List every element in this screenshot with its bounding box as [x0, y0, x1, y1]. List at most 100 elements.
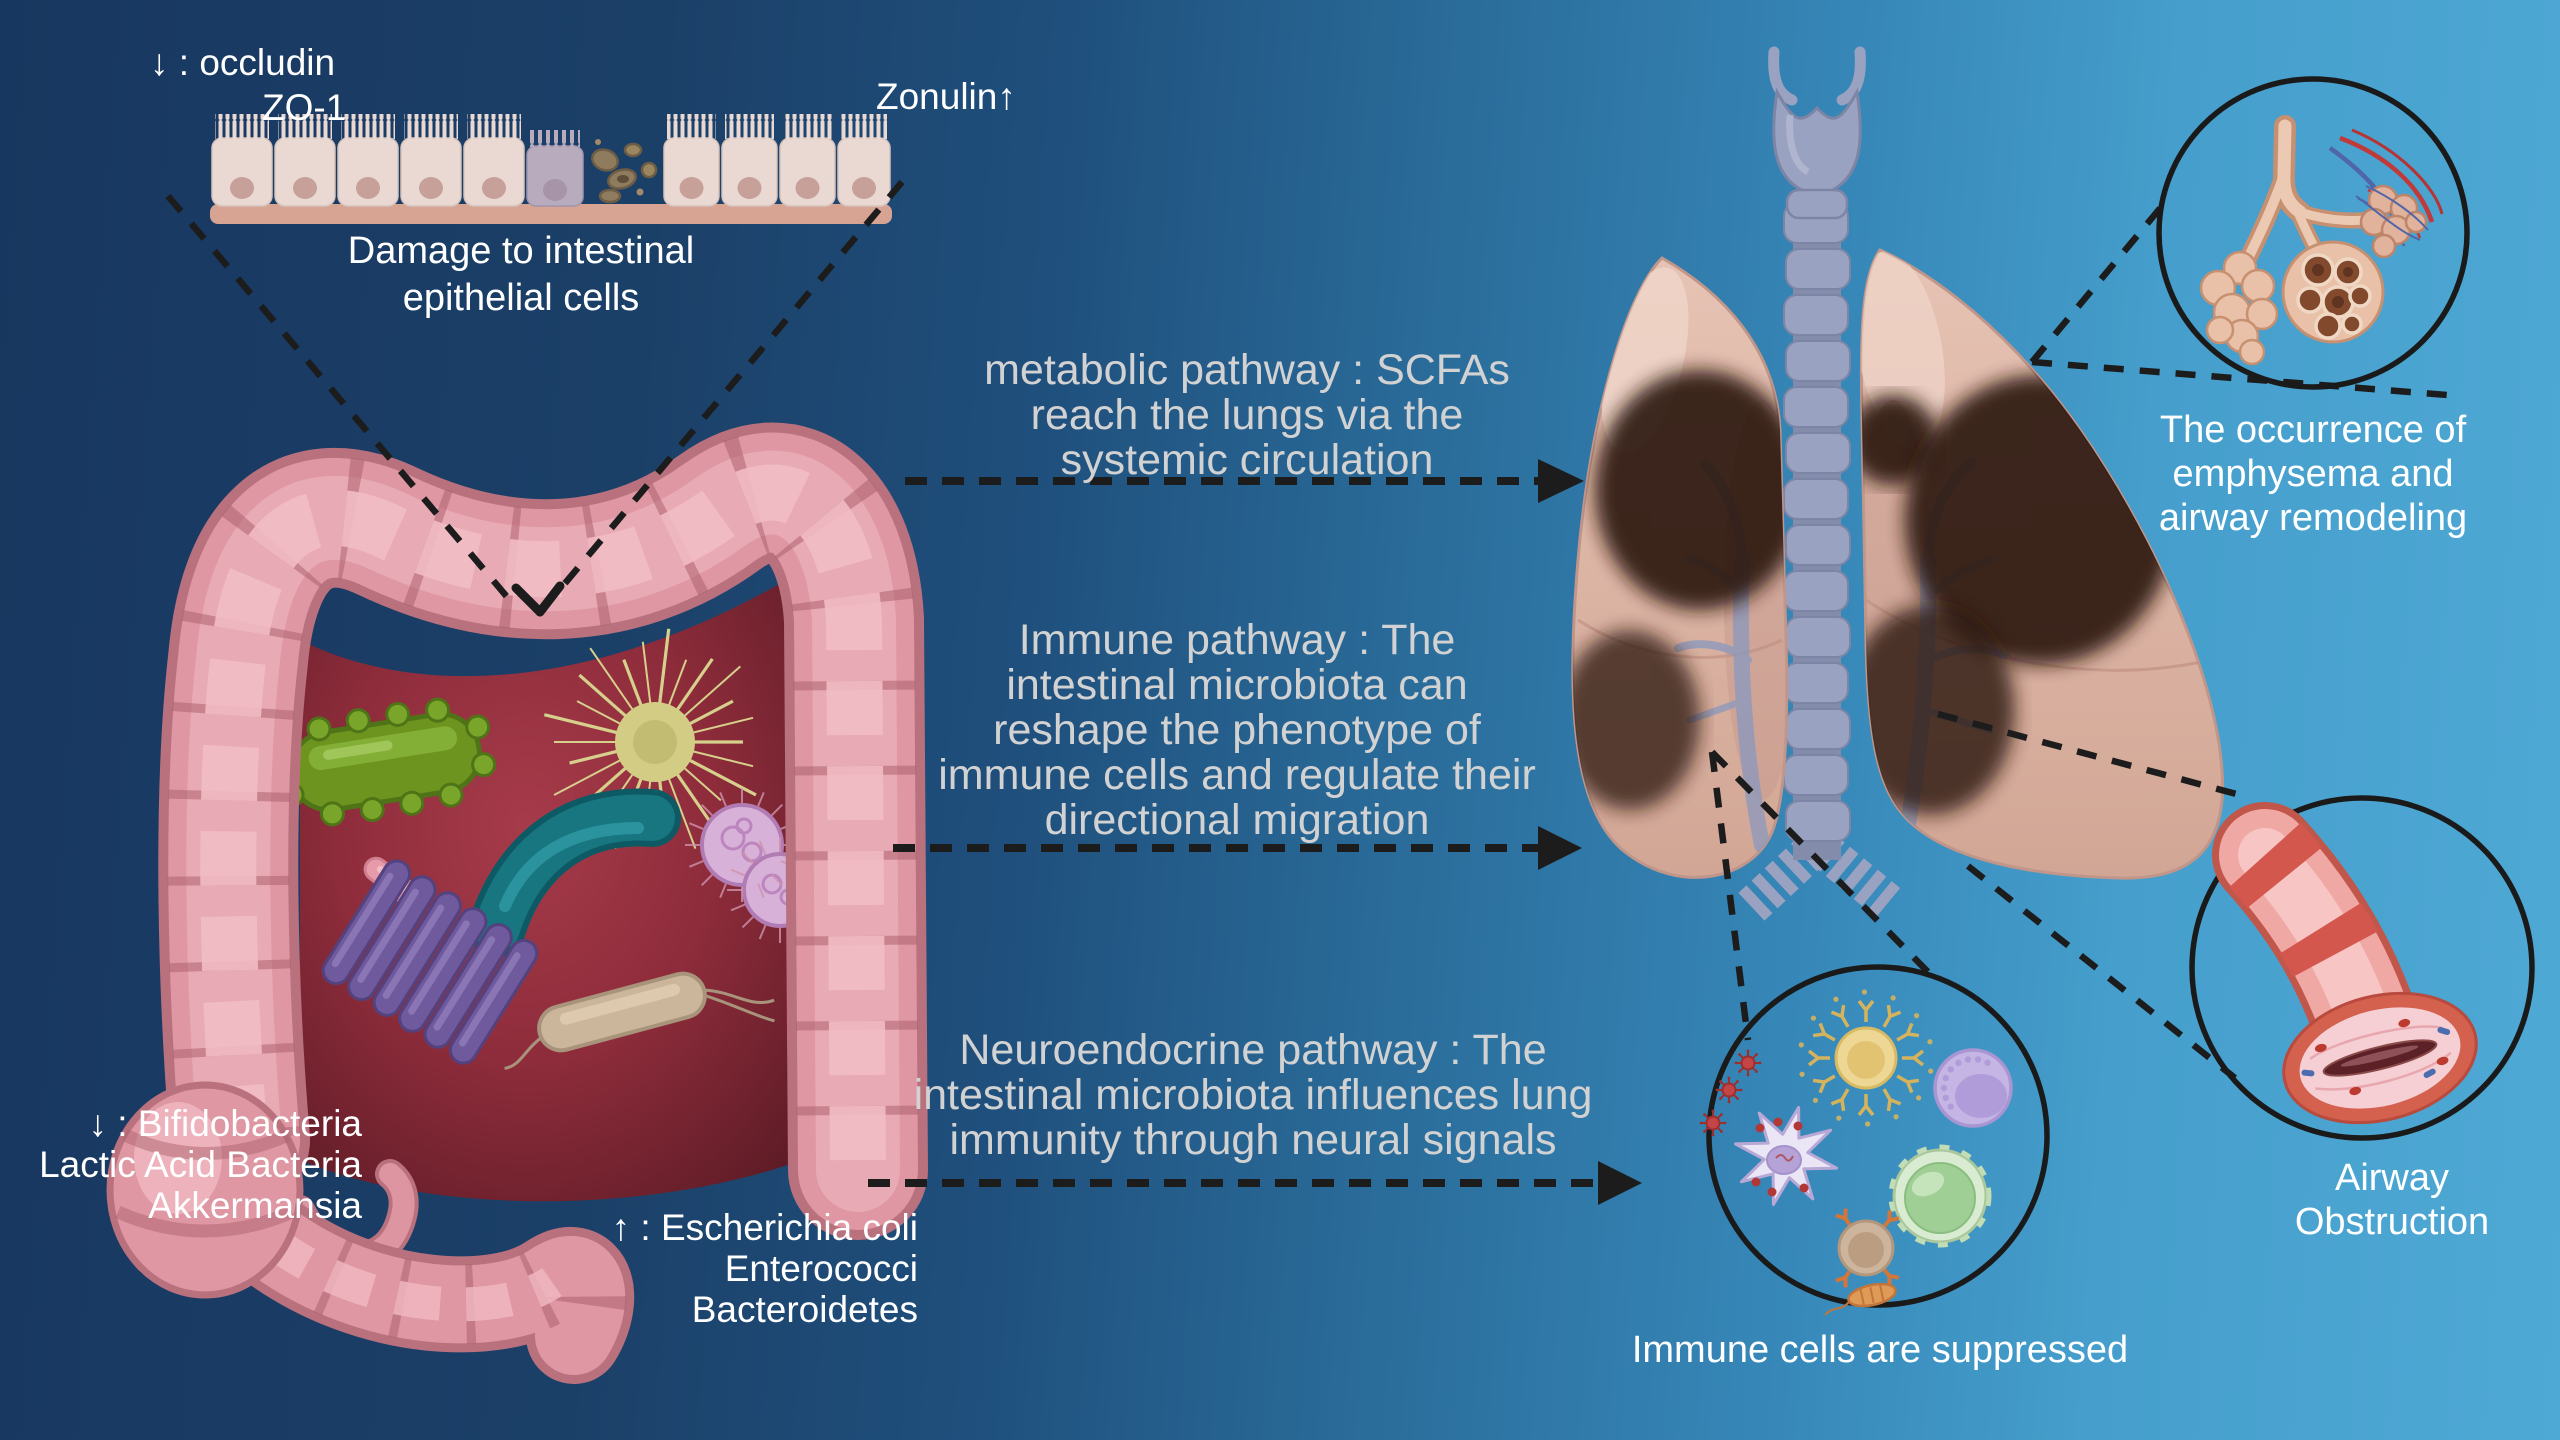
- monocyte-icon: [1824, 1208, 1900, 1316]
- text-line: intestinal microbiota can: [1006, 661, 1468, 709]
- gut-microbiota-icons: [273, 628, 833, 1070]
- immune-pathway-label: Immune pathway : The intestinal microbio…: [938, 618, 1536, 843]
- alveolus-normal-sac: [2199, 250, 2279, 366]
- right-lung-detail: [1861, 251, 2211, 848]
- decreased-bacteria-label: ↓ : Bifidobacteria Lactic Acid Bacteria …: [39, 1103, 362, 1226]
- text-line: Enterococci: [724, 1248, 918, 1289]
- lymphocyte-dots: [1940, 1056, 1991, 1110]
- lymphocyte-icon: [1933, 1048, 2013, 1128]
- dashed-connectors: [165, 179, 2461, 1205]
- text-line: Damage to intestinal: [347, 230, 695, 272]
- basement-membrane: [210, 204, 892, 224]
- phagocytosed-particles: [1751, 1117, 1809, 1197]
- text-line: Akkermansia: [148, 1185, 362, 1226]
- text-line: Immune cells are suppressed: [1631, 1329, 2129, 1371]
- text-line: Bacteroidetes: [691, 1289, 918, 1330]
- alveoli-icon: [2199, 115, 2444, 366]
- lungs-illustration: [1571, 248, 2225, 880]
- magnifier-circle: [2156, 76, 2470, 390]
- mucus-particles: [2314, 1018, 2449, 1096]
- text-line: Neuroendocrine pathway : The: [959, 1026, 1547, 1074]
- text-line: systemic circulation: [1060, 436, 1434, 484]
- tan-flagellated-bacterium-icon: [504, 971, 775, 1070]
- alveolus-capillary-sac: [2359, 184, 2428, 259]
- larynx-icon: [1768, 46, 1866, 220]
- immune-suppressed-label: Immune cells are suppressed: [1632, 1328, 2128, 1372]
- text-line: ↓ : Bifidobacteria: [88, 1103, 362, 1144]
- arrowhead-icon: [1598, 1161, 1642, 1205]
- emphysema-outcome-label: The occurrence of emphysema and airway r…: [2159, 408, 2467, 540]
- text-line: Lactic Acid Bacteria: [39, 1144, 362, 1185]
- small-arrowhead: [511, 581, 565, 617]
- spiky-bacterium-icon: [543, 628, 757, 850]
- metabolic-pathway-label: metabolic pathway : SCFAs reach the lung…: [984, 348, 1510, 483]
- text-line: airway remodeling: [2158, 497, 2468, 539]
- lung-damage-patch: [1572, 630, 1700, 810]
- dendritic-cell-icon: [1699, 1049, 1838, 1206]
- magnify-line: [1709, 749, 1935, 979]
- damaged-epithelial-cell-icon: [526, 130, 584, 207]
- text-line: The occurrence of: [2159, 409, 2467, 451]
- text-line: directional migration: [1044, 796, 1430, 844]
- trachea-rings: [1783, 202, 1851, 842]
- lung-damage-patch: [1861, 605, 2015, 815]
- arrowhead-icon: [1538, 826, 1582, 870]
- text-line: Airway: [2334, 1157, 2450, 1199]
- cecum-icon: [106, 1081, 304, 1299]
- right-main-bronchus: [1811, 835, 1905, 921]
- airway-obstruction-label: Airway Obstruction: [2295, 1156, 2489, 1244]
- text-line: immune cells and regulate their: [938, 751, 1536, 799]
- teal-curved-bacterium-icon: [468, 788, 681, 957]
- text-line: metabolic pathway : SCFAs: [984, 346, 1510, 394]
- colon-wall: [158, 422, 928, 1240]
- left-main-bronchus: [1735, 836, 1825, 924]
- magnify-line: [165, 193, 511, 601]
- airway-cross-section-icon: [2212, 802, 2478, 1125]
- bacteria-breach-icon: [591, 139, 658, 204]
- magnify-line: [1965, 863, 2238, 1081]
- magnify-line: [553, 179, 905, 597]
- text-line: ↑ : Escherichia coli: [611, 1207, 918, 1248]
- immune-cells-circle: [1699, 964, 2050, 1316]
- orange-bacterium-icon: [1824, 1282, 1897, 1316]
- text-line: Immune pathway : The: [1018, 616, 1456, 664]
- airway-obstruction-circle: [2189, 795, 2535, 1141]
- epithelium-damage-caption: Damage to intestinal epithelial cells: [348, 228, 694, 322]
- zonulin-label: Zonulin↑: [876, 74, 1016, 119]
- left-lung-detail: [1572, 267, 1787, 853]
- text-line: reshape the phenotype of: [993, 706, 1481, 754]
- sigmoid-rectum-icon: [222, 1192, 635, 1384]
- magnify-line: [1937, 710, 2241, 799]
- green-rod-bacterium-icon: [273, 697, 497, 827]
- alveolus-cross-section-sac: [2281, 240, 2385, 344]
- b-cell-antibody-icon: [1798, 989, 1934, 1127]
- text-line: Obstruction: [2294, 1201, 2490, 1243]
- neuroendocrine-pathway-label: Neuroendocrine pathway : The intestinal …: [914, 1028, 1593, 1163]
- virus-icons: [1699, 1049, 1762, 1137]
- epithelial-cells: [211, 114, 891, 207]
- increased-bacteria-label: ↑ : Escherichia coli Enterococci Bactero…: [612, 1207, 918, 1330]
- macrophage-icon: [1888, 1144, 1992, 1248]
- lung-damage-patch: [1861, 395, 1938, 485]
- text-line: ZO-1: [262, 87, 347, 128]
- magnifier-circle: [2189, 795, 2535, 1141]
- intestinal-epithelium-illustration: [210, 114, 892, 224]
- text-line: emphysema and: [2172, 453, 2454, 495]
- text-line: epithelial cells: [402, 277, 640, 319]
- text-line: intestinal microbiota influences lung: [913, 1071, 1593, 1119]
- text-line: reach the lungs via the: [1030, 391, 1464, 439]
- text-line: immunity through neural signals: [949, 1116, 1557, 1164]
- emphysema-circle: [2156, 76, 2470, 390]
- text-line: ↓ : occludin: [150, 42, 336, 83]
- magnify-line: [1708, 751, 1752, 1041]
- trachea-illustration: [1735, 46, 1905, 924]
- text-line: Zonulin↑: [876, 76, 1016, 117]
- magnify-line: [2029, 197, 2170, 365]
- purple-rod-stack-icon: [321, 859, 539, 1065]
- magnify-line: [2031, 358, 2461, 400]
- tight-junction-proteins-label: ↓ : occludin ZO-1: [150, 40, 346, 130]
- colon-illustration: [106, 422, 928, 1384]
- lung-damage-patch: [1595, 370, 1787, 610]
